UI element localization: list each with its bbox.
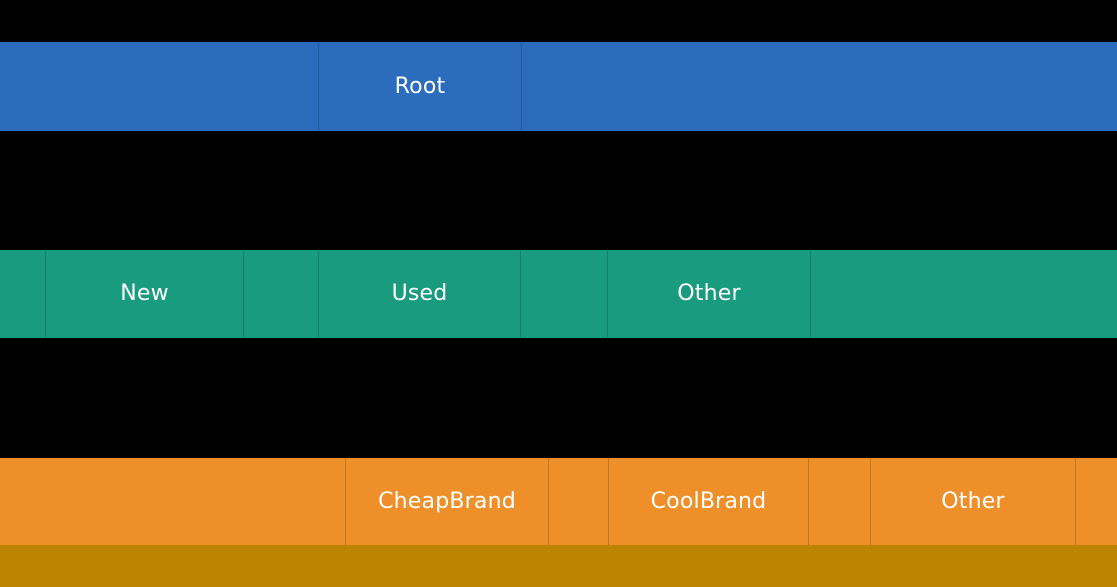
icicle-node-segment-0[interactable] bbox=[0, 42, 318, 131]
icicle-node-segment-0[interactable] bbox=[0, 250, 45, 338]
icicle-node-segment-4[interactable] bbox=[520, 250, 607, 338]
icicle-node-label: New bbox=[120, 281, 169, 306]
root-level: Root bbox=[0, 42, 1117, 131]
icicle-node-label: CheapBrand bbox=[378, 488, 516, 514]
icicle-node-other[interactable]: Other bbox=[607, 250, 810, 338]
icicle-node-segment-2[interactable] bbox=[521, 42, 1117, 131]
condition-level: New Used Other bbox=[0, 250, 1117, 338]
icicle-node-cheapbrand[interactable]: CheapBrand bbox=[345, 458, 548, 545]
icicle-node-segment-6[interactable] bbox=[810, 250, 1117, 338]
icicle-node-used[interactable]: Used bbox=[318, 250, 520, 338]
icicle-node-new[interactable]: New bbox=[45, 250, 243, 338]
icicle-node-segment-4[interactable] bbox=[808, 458, 870, 545]
icicle-node-coolbrand[interactable]: CoolBrand bbox=[608, 458, 808, 545]
icicle-node-segment-0[interactable] bbox=[0, 545, 1117, 587]
icicle-node-label: Used bbox=[391, 281, 448, 306]
icicle-node-label: CoolBrand bbox=[650, 488, 767, 514]
icicle-node-label: Other bbox=[677, 281, 741, 306]
icicle-node-label: Root bbox=[394, 73, 446, 99]
icicle-node-root[interactable]: Root bbox=[318, 42, 521, 131]
leaf-level bbox=[0, 545, 1117, 587]
icicle-node-segment-0[interactable] bbox=[0, 458, 345, 545]
icicle-node-label: Other bbox=[941, 488, 1005, 514]
icicle-node-segment-2[interactable] bbox=[548, 458, 608, 545]
brand-level: CheapBrand CoolBrand Other bbox=[0, 458, 1117, 545]
icicle-node-segment-6[interactable] bbox=[1075, 458, 1117, 545]
icicle-node-other[interactable]: Other bbox=[870, 458, 1075, 545]
icicle-node-segment-2[interactable] bbox=[243, 250, 318, 338]
